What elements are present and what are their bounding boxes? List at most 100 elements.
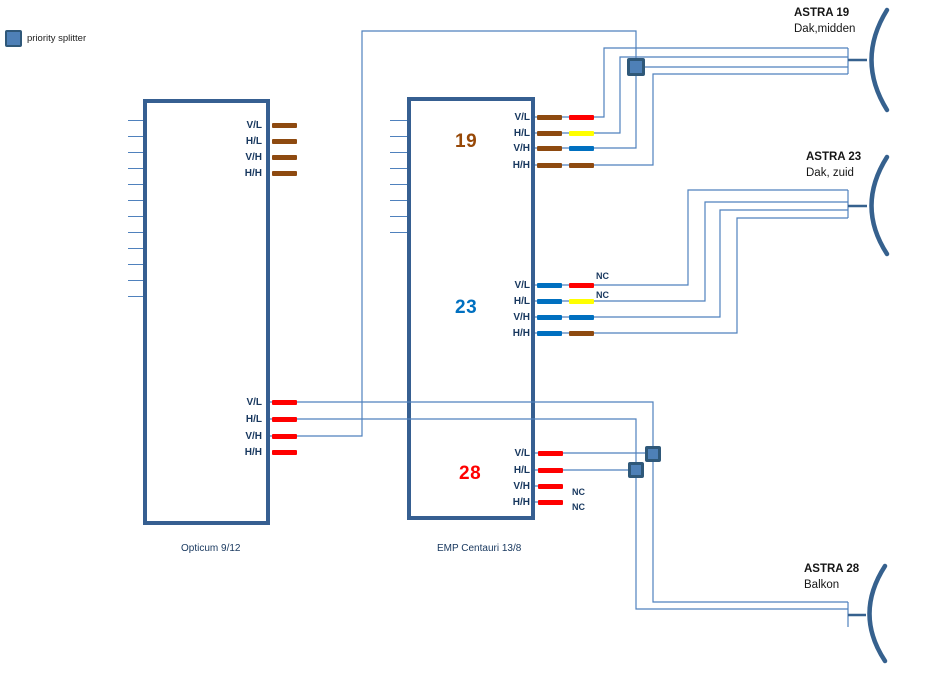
cable-opticum-hl bbox=[270, 418, 848, 610]
port-row: H/H bbox=[238, 165, 297, 181]
priority-splitter-astra19 bbox=[627, 58, 645, 76]
priority-splitter-astra28-hl bbox=[628, 462, 644, 478]
port-row: H/L bbox=[498, 293, 594, 309]
port-row: H/H bbox=[498, 325, 594, 341]
dish-label-astra23: ASTRA 23 Dak, zuid bbox=[806, 149, 861, 181]
port-row: V/H bbox=[238, 428, 297, 444]
port-bar-inner bbox=[537, 162, 562, 168]
port-bar-outer bbox=[569, 114, 594, 120]
port-bar bbox=[272, 170, 297, 176]
port-label: H/L bbox=[513, 127, 530, 139]
dish-title: ASTRA 23 bbox=[806, 151, 862, 163]
dish-label-astra19: ASTRA 19 Dak,midden bbox=[794, 5, 855, 37]
nc-label: NC bbox=[596, 271, 609, 281]
port-row: V/H bbox=[498, 478, 563, 494]
port-bar bbox=[272, 399, 297, 405]
port-label: H/L bbox=[245, 135, 262, 147]
port-label: H/H bbox=[512, 159, 530, 171]
opticum-multiswitch-box bbox=[143, 99, 270, 525]
port-row: H/L bbox=[238, 411, 297, 427]
port-bar bbox=[272, 433, 297, 439]
dish-astra23-icon bbox=[869, 154, 890, 257]
nc-label: NC bbox=[572, 502, 585, 512]
emp-output-ticks bbox=[390, 120, 407, 234]
emp-caption: EMP Centauri 13/8 bbox=[437, 543, 522, 554]
port-label: H/H bbox=[512, 327, 530, 339]
port-row: H/H bbox=[498, 494, 563, 510]
port-row: V/L bbox=[238, 394, 297, 410]
port-label: V/L bbox=[514, 111, 530, 123]
port-label: H/L bbox=[513, 295, 530, 307]
port-row: H/H bbox=[238, 444, 297, 460]
port-row: V/L bbox=[498, 109, 594, 125]
port-row: V/H bbox=[498, 140, 594, 156]
port-bar bbox=[272, 449, 297, 455]
dish-location: Dak,midden bbox=[794, 23, 856, 35]
port-bar-outer bbox=[569, 330, 594, 336]
port-row: V/H bbox=[498, 309, 594, 325]
priority-splitter-astra28-vl bbox=[645, 446, 661, 462]
cable-opticum-vl bbox=[270, 401, 848, 603]
priority-splitter-legend-label: priority splitter bbox=[27, 33, 87, 44]
port-label: H/L bbox=[513, 464, 530, 476]
dish-title: ASTRA 28 bbox=[804, 563, 860, 575]
port-bar-inner bbox=[537, 130, 562, 136]
port-bar bbox=[272, 416, 297, 422]
cable-emp23-vh bbox=[535, 209, 848, 318]
port-row: H/L bbox=[238, 133, 297, 149]
port-row: V/L bbox=[498, 445, 563, 461]
port-row: V/L bbox=[238, 117, 297, 133]
cable-emp23-hl bbox=[535, 201, 848, 302]
port-bar-inner bbox=[537, 282, 562, 288]
port-label: V/H bbox=[245, 430, 262, 442]
section-number-23: 23 bbox=[455, 297, 478, 318]
nc-label: NC bbox=[596, 290, 609, 300]
dish-astra28-icon bbox=[867, 563, 888, 664]
dish-location: Dak, zuid bbox=[806, 167, 854, 179]
port-bar bbox=[538, 467, 563, 473]
cable-emp19-hh bbox=[535, 73, 848, 166]
port-label: V/H bbox=[245, 151, 262, 163]
port-label: H/L bbox=[245, 413, 262, 425]
port-row: H/L bbox=[498, 462, 563, 478]
port-bar bbox=[538, 499, 563, 505]
port-bar-inner bbox=[537, 145, 562, 151]
section-number-28: 28 bbox=[459, 463, 482, 484]
port-bar-inner bbox=[537, 114, 562, 120]
cable-emp23-vl bbox=[535, 189, 848, 286]
port-bar-outer bbox=[569, 298, 594, 304]
port-bar bbox=[272, 154, 297, 160]
cable-emp19-vl bbox=[535, 47, 848, 118]
port-bar-inner bbox=[537, 298, 562, 304]
priority-splitter-legend-icon bbox=[5, 30, 22, 47]
port-label: H/H bbox=[244, 446, 262, 458]
cable-emp23-hh bbox=[535, 217, 848, 334]
cable-opticum-vh-splitter19 bbox=[270, 30, 637, 437]
port-bar bbox=[272, 122, 297, 128]
port-bar-outer bbox=[569, 282, 594, 288]
port-label: V/L bbox=[246, 119, 262, 131]
port-row: V/H bbox=[238, 149, 297, 165]
port-bar bbox=[272, 138, 297, 144]
port-bar-inner bbox=[537, 314, 562, 320]
opticum-caption: Opticum 9/12 bbox=[181, 543, 241, 554]
port-label: V/L bbox=[246, 396, 262, 408]
dish-astra19-icon bbox=[869, 7, 890, 113]
port-label: V/L bbox=[514, 447, 530, 459]
dish-title: ASTRA 19 bbox=[794, 7, 850, 19]
dish-location: Balkon bbox=[804, 579, 840, 591]
port-bar bbox=[538, 483, 563, 489]
nc-label: NC bbox=[572, 487, 585, 497]
port-row: H/H bbox=[498, 157, 594, 173]
opticum-output-ticks bbox=[128, 120, 143, 298]
port-bar bbox=[538, 450, 563, 456]
port-row: H/L bbox=[498, 125, 594, 141]
port-label: V/H bbox=[513, 311, 530, 323]
port-bar-outer bbox=[569, 145, 594, 151]
port-bar-outer bbox=[569, 130, 594, 136]
port-label: V/H bbox=[513, 142, 530, 154]
port-bar-inner bbox=[537, 330, 562, 336]
port-label: H/H bbox=[512, 496, 530, 508]
port-bar-outer bbox=[569, 162, 594, 168]
